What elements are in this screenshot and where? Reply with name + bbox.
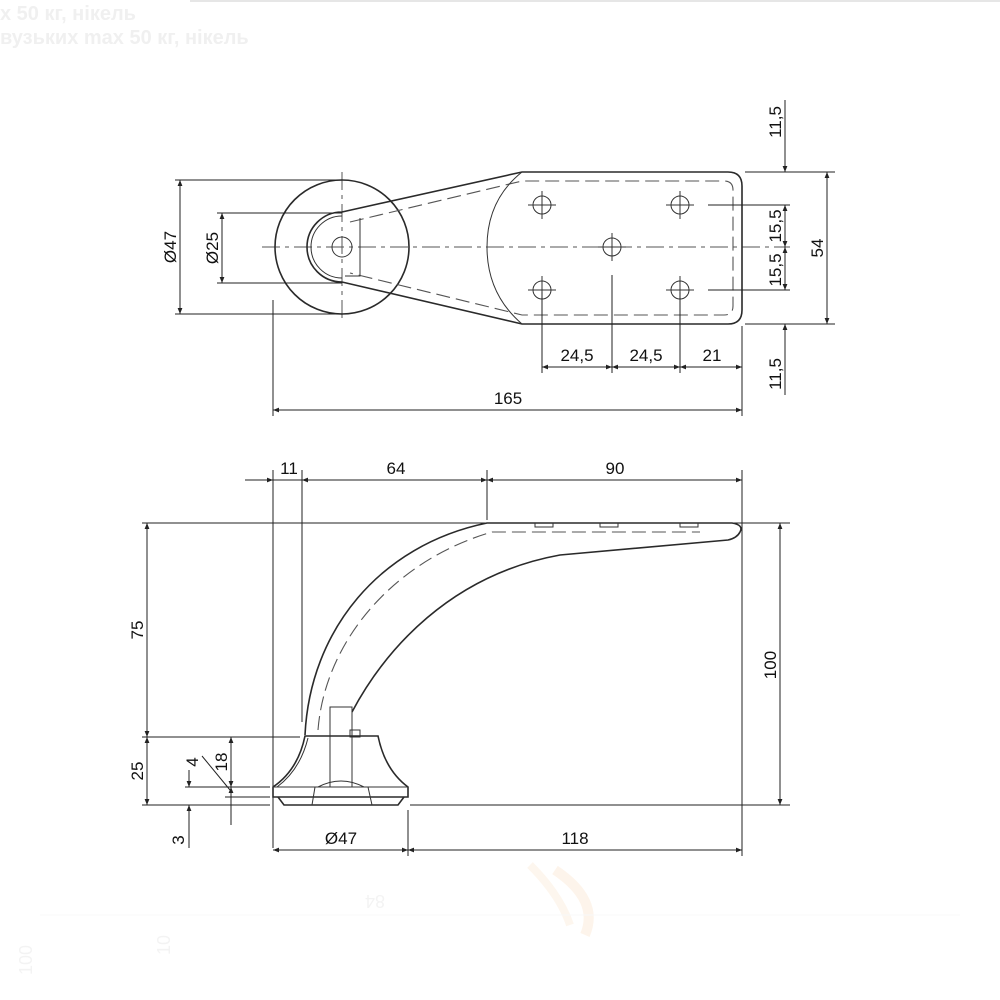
leg-outline	[304, 522, 742, 736]
ghost-footer: 84 100 10	[16, 862, 960, 975]
dim-total-height: 100	[761, 651, 780, 679]
ghost-header-line1: х 50 кг, нікель	[0, 3, 136, 25]
dim-mid-length: 64	[387, 459, 406, 478]
stud-outline	[345, 218, 361, 277]
ghost-text: 100	[16, 945, 36, 975]
bracket-hidden-line	[349, 180, 734, 316]
dim-hole-spacing-1: 24,5	[560, 346, 593, 365]
dim-foot-step: 4	[183, 757, 202, 766]
foot-body	[272, 735, 409, 798]
dim-hole-offset-top: 15,5	[766, 209, 785, 242]
leveling-foot	[272, 706, 409, 806]
dim-outer-diameter: Ø47	[161, 231, 180, 263]
dim-foot-diameter: Ø47	[325, 829, 357, 848]
dim-end-offset: 21	[703, 346, 722, 365]
dim-inner-diameter: Ø25	[203, 232, 222, 264]
foot-base-pad	[277, 796, 405, 806]
ghost-text: 84	[365, 891, 385, 911]
dim-hole-spacing-2: 24,5	[629, 346, 662, 365]
dim-width: 54	[808, 239, 827, 258]
dim-foot-height: 25	[128, 762, 147, 781]
dim-offset: 11	[280, 459, 298, 478]
dim-foot-base: 3	[169, 835, 188, 844]
bracket-inner-edge	[310, 215, 343, 279]
stud-hole	[331, 236, 353, 258]
dim-reach: 118	[561, 829, 588, 848]
dim-margin-bottom: 11,5	[766, 358, 785, 390]
dim-total-length: 165	[494, 389, 522, 408]
bracket-outline	[306, 171, 743, 325]
ghost-header-line2: вузьких max 50 кг, нікель	[0, 27, 249, 49]
plate-arc	[486, 171, 523, 325]
ghost-text: 10	[154, 935, 174, 955]
dim-plate-length: 90	[606, 459, 625, 478]
dim-margin-top: 11,5	[766, 106, 785, 138]
leg-hidden-line	[317, 531, 700, 731]
plate-screw-marks	[534, 523, 699, 528]
bolt	[329, 706, 353, 788]
side-view: 11 64 90 75 25 18 4 3 100 Ø47 118	[128, 459, 790, 856]
dim-hole-offset-bottom: 15,5	[766, 253, 785, 286]
dim-leg-height: 75	[128, 621, 147, 640]
dim-foot-body: 18	[212, 753, 231, 772]
top-view: Ø47 Ø25 165 24,5 24,5 21 54 11,5 11,5	[161, 100, 835, 416]
